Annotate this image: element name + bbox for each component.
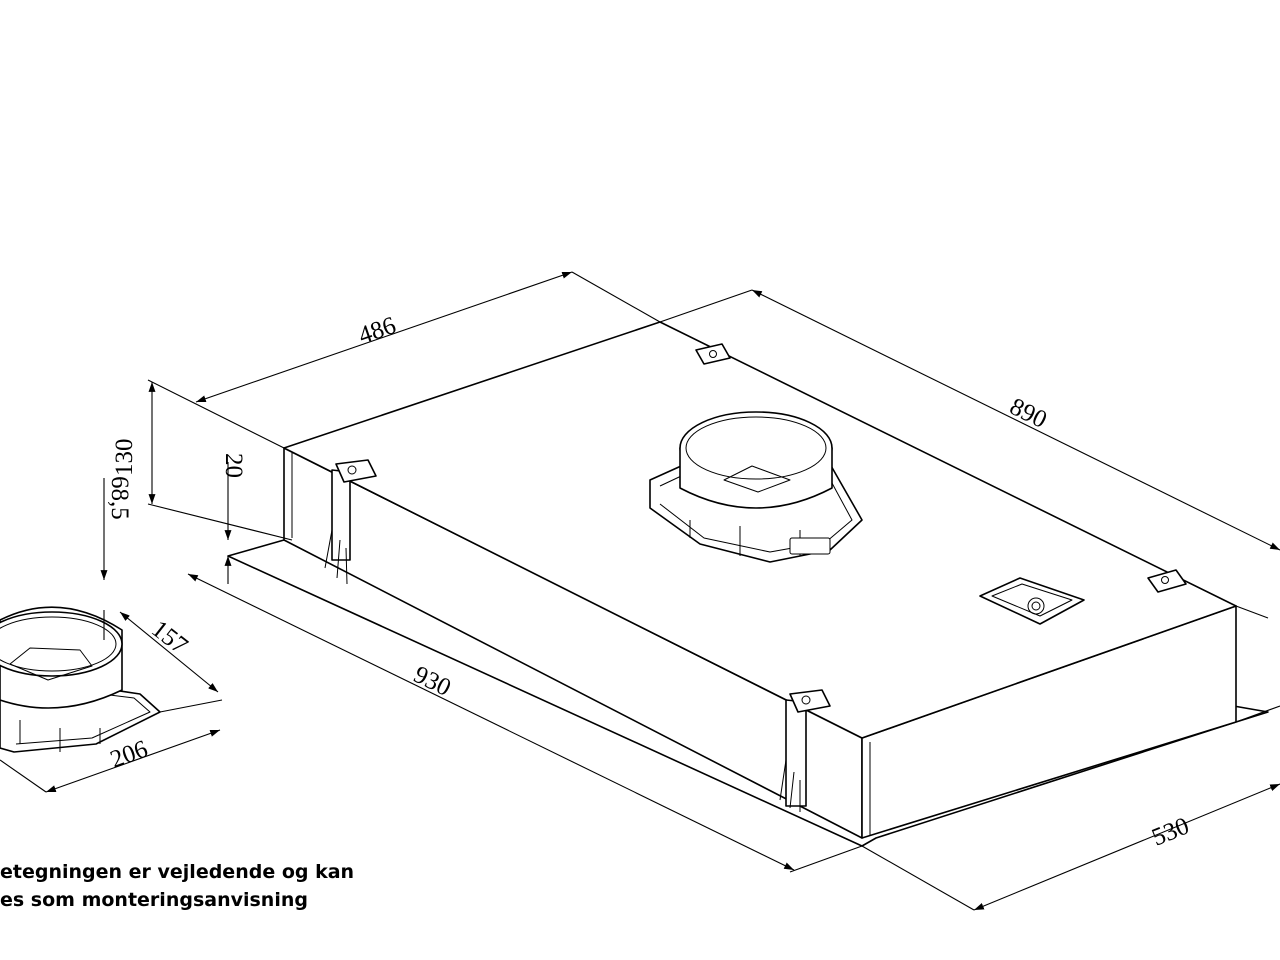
dim-530: 530 bbox=[1148, 812, 1193, 851]
note-line-2: es som monteringsanvisning bbox=[0, 889, 308, 911]
detached-collar bbox=[0, 606, 161, 753]
hood-body bbox=[227, 321, 1269, 847]
top-tab-back bbox=[695, 343, 731, 365]
dim-890: 890 bbox=[1005, 393, 1051, 434]
dim-486: 486 bbox=[355, 312, 399, 350]
dim-206: 206 bbox=[107, 735, 151, 773]
left-mounting-strap bbox=[324, 459, 377, 585]
electrical-box bbox=[979, 577, 1085, 625]
dim-130: 130 bbox=[111, 439, 138, 477]
top-tab-right bbox=[1147, 569, 1187, 593]
dim-157: 157 bbox=[146, 615, 192, 659]
disclaimer-note: etegningen er vejledende og kan es som m… bbox=[0, 858, 354, 914]
note-line-1: etegningen er vejledende og kan bbox=[0, 861, 355, 883]
dimension-lines bbox=[0, 271, 1280, 911]
dim-68-5: 68,5 bbox=[106, 476, 133, 520]
dim-930: 930 bbox=[409, 661, 455, 702]
dim-20: 20 bbox=[220, 453, 247, 478]
